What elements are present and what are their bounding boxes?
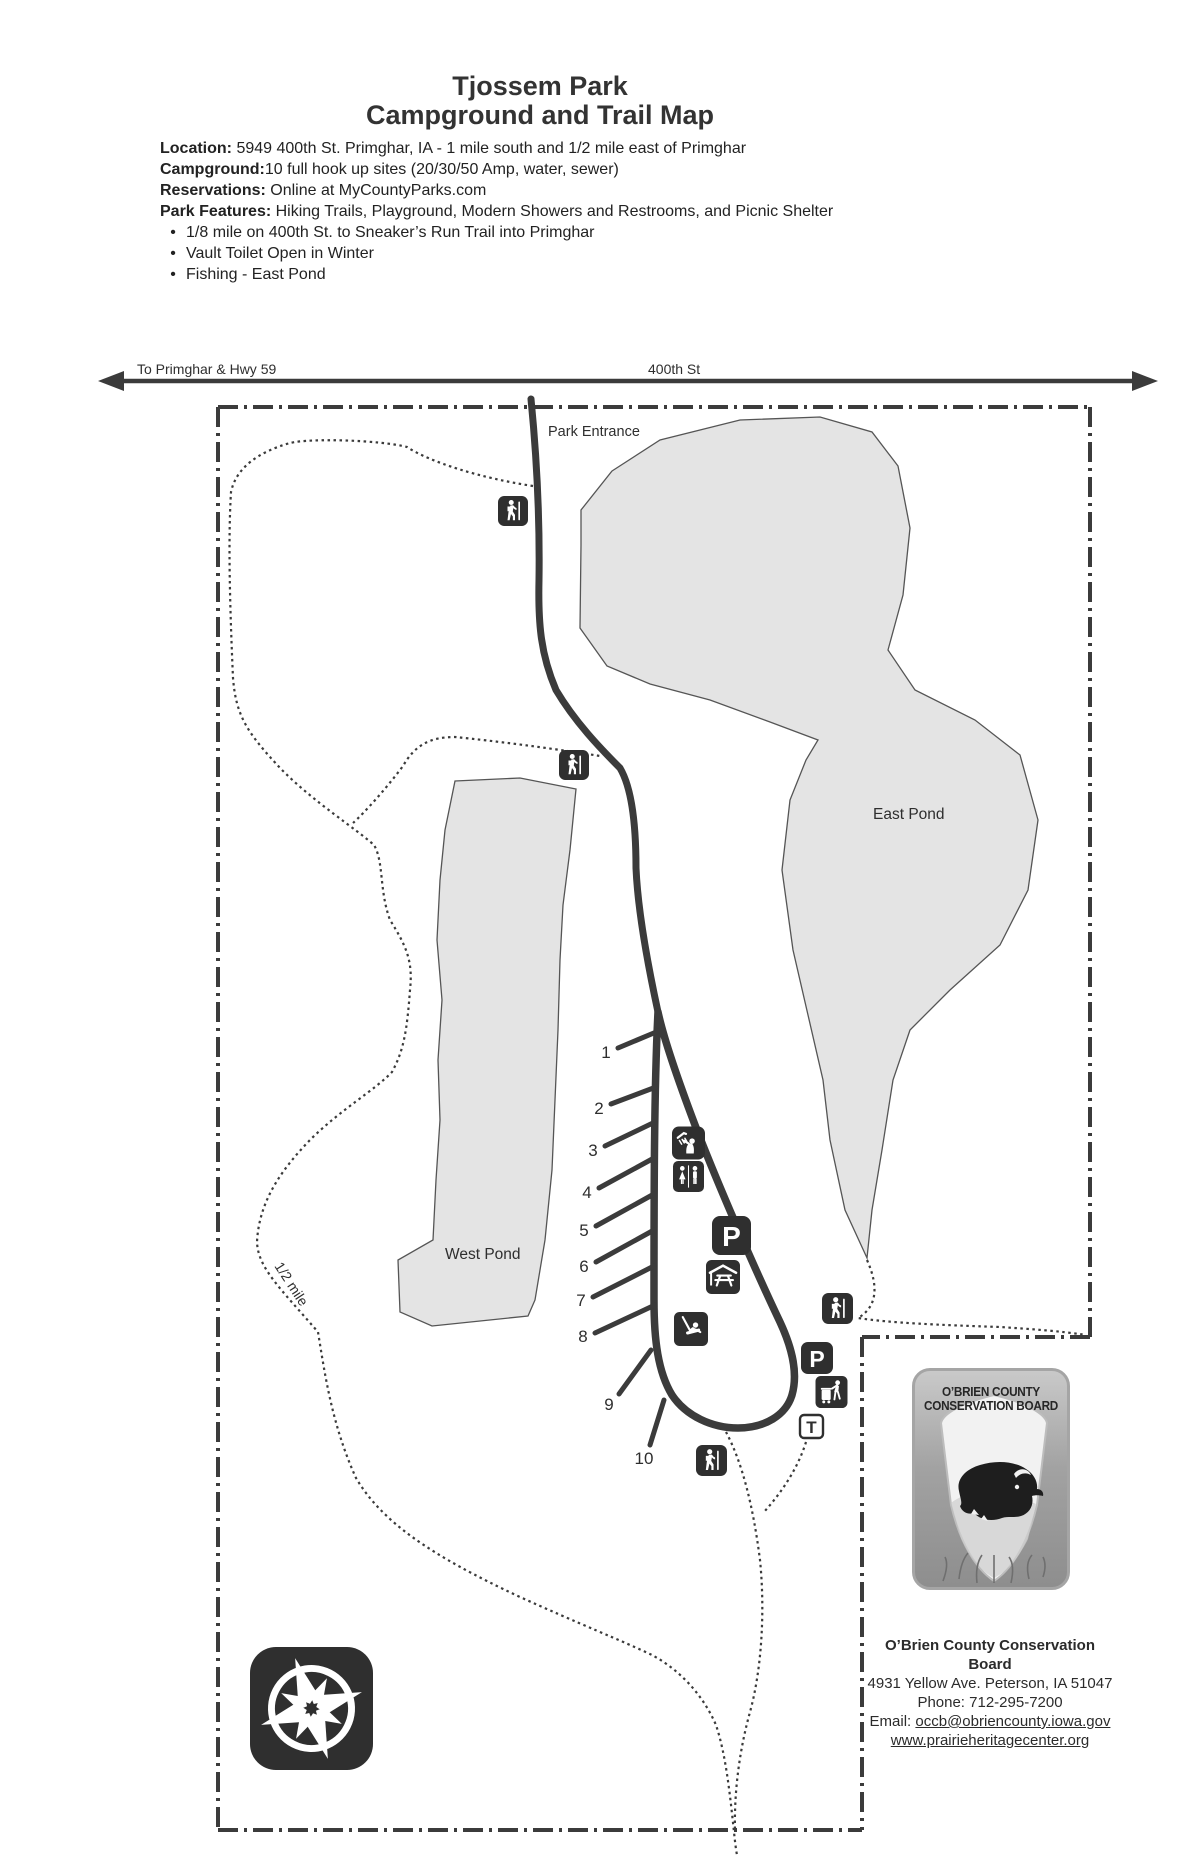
trail-trailhead-link — [763, 1441, 808, 1513]
trash-icon — [814, 1376, 849, 1408]
park-info-block: Location: 5949 400th St. Primghar, IA - … — [160, 138, 880, 285]
hiker-icon — [498, 496, 528, 526]
campsite-spurs — [590, 1027, 667, 1448]
site-label: 9 — [604, 1395, 613, 1414]
road-arrow-east — [1132, 371, 1158, 391]
trail-west-loop — [228, 439, 739, 1855]
road-label-primghar: To Primghar & Hwy 59 — [137, 361, 276, 377]
site-label: 1 — [601, 1043, 610, 1062]
park-entrance-label: Park Entrance — [548, 424, 640, 440]
hiker-icon — [696, 1445, 727, 1476]
contact-org-name2: Board — [968, 1656, 1012, 1673]
svg-text:P: P — [809, 1346, 824, 1372]
site-label: 3 — [588, 1141, 597, 1160]
site-label: 8 — [578, 1327, 587, 1346]
entrance-road — [527, 395, 662, 1016]
site-label: 7 — [576, 1291, 585, 1310]
east-pond-label: East Pond — [873, 806, 945, 823]
road-label-400th-st: 400th St — [648, 361, 700, 377]
website-link[interactable]: www.prairieheritagecenter.org — [890, 1732, 1090, 1749]
hiking-trails — [228, 439, 1087, 1855]
email-link[interactable]: occb@obriencounty.iowa.gov — [915, 1713, 1111, 1730]
bison-illustration — [958, 1461, 1044, 1521]
info-location: Location: 5949 400th St. Primghar, IA - … — [160, 140, 747, 157]
contact-address: 4931 Yellow Ave. Peterson, IA 51047 — [867, 1675, 1113, 1692]
trail-middle-spur — [352, 735, 601, 824]
site-label: 6 — [579, 1257, 588, 1276]
park-name-title: Tjossem Park — [452, 71, 628, 101]
info-features: Park Features: Hiking Trails, Playground… — [160, 203, 834, 220]
site-label: 5 — [579, 1221, 588, 1240]
restroom-icon — [673, 1161, 704, 1192]
east-pond-shape — [579, 416, 1039, 1261]
badge-grass — [942, 1552, 1046, 1584]
trail-east-boundary — [854, 1259, 1087, 1337]
badge-title: O’BRIEN COUNTY CONSERVATION BOARD — [924, 1385, 1058, 1413]
info-reservations: Reservations: Online at MyCountyParks.co… — [160, 182, 487, 199]
page-title: Tjossem Park Campground and Trail Map — [160, 71, 920, 131]
campsite-numbers: 1 2 3 4 5 6 7 8 9 10 — [576, 1043, 653, 1468]
feature-bullet: •Fishing - East Pond — [170, 266, 326, 283]
park-boundary — [216, 405, 1092, 1832]
badge-art — [939, 1393, 1049, 1584]
hiker-icon — [559, 750, 589, 780]
contact-block: O’Brien County Conservation Board 4931 Y… — [840, 1636, 1140, 1750]
site-label: 2 — [594, 1099, 603, 1118]
picnic-shelter-icon — [706, 1260, 740, 1294]
compass-rose-icon — [250, 1647, 373, 1770]
site-label: 10 — [635, 1449, 654, 1468]
svg-text:T: T — [806, 1418, 817, 1437]
west-pond-label: West Pond — [445, 1246, 521, 1263]
hiker-icon — [822, 1293, 853, 1324]
parking-icon: P — [712, 1216, 751, 1255]
parking-icon: P — [801, 1342, 833, 1374]
west-pond-shape — [397, 777, 577, 1327]
trailhead-icon: T — [798, 1413, 825, 1440]
conservation-board-badge: O’BRIEN COUNTY CONSERVATION BOARD — [912, 1368, 1070, 1590]
playground-swing-icon — [674, 1312, 708, 1346]
map-subtitle: Campground and Trail Map — [365, 100, 715, 131]
feature-bullet: •1/8 mile on 400th St. to Sneaker’s Run … — [170, 224, 595, 241]
info-campground: Campground:10 full hook up sites (20/30/… — [160, 161, 619, 178]
feature-bullet: •Vault Toilet Open in Winter — [170, 245, 374, 262]
shower-icon — [672, 1126, 705, 1160]
contact-email-line: Email: occb@obriencounty.iowa.gov — [869, 1713, 1111, 1730]
trail-southeast — [725, 1431, 764, 1831]
site-label: 4 — [582, 1183, 591, 1202]
contact-org-name: O’Brien County Conservation — [884, 1637, 1096, 1654]
road-400th-st — [98, 371, 1158, 391]
road-arrow-west — [98, 371, 124, 391]
contact-phone: Phone: 712-295-7200 — [917, 1694, 1063, 1711]
svg-text:P: P — [722, 1221, 741, 1252]
